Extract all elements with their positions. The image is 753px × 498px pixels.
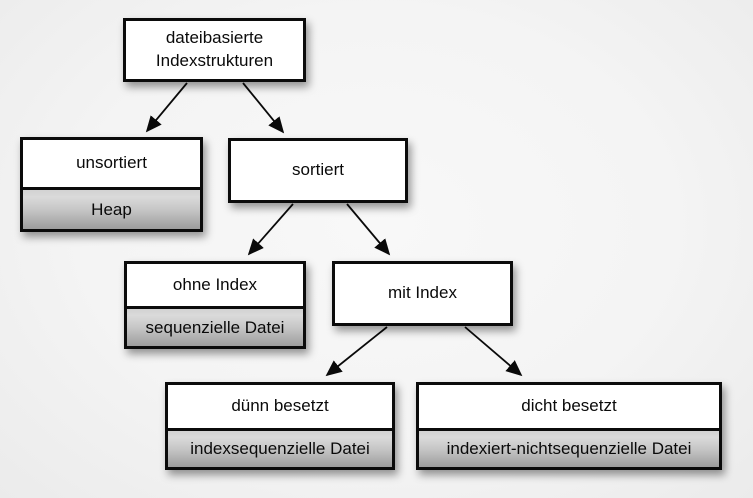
node-dicht-besetzt: dicht besetzt indexiert-nichtsequenziell…: [416, 382, 722, 470]
node-sortiert-label: sortiert: [292, 160, 344, 180]
node-dicht-besetzt-label: dicht besetzt: [521, 396, 617, 416]
node-sortiert: sortiert: [228, 138, 408, 203]
node-ohne-index: ohne Index sequenzielle Datei: [124, 261, 306, 349]
node-unsortiert-sublabel: Heap: [23, 187, 200, 229]
edge-mit-index-dicht: [464, 326, 523, 377]
edge-root-sortiert: [242, 82, 285, 134]
node-root-label: dateibasierte Indexstrukturen: [155, 28, 274, 70]
node-unsortiert: unsortiert Heap: [20, 137, 203, 232]
node-duenn-besetzt: dünn besetzt indexsequenzielle Datei: [165, 382, 395, 470]
node-duenn-besetzt-label: dünn besetzt: [231, 396, 329, 416]
edge-mit-index-duenn: [325, 326, 388, 377]
node-dicht-besetzt-sublabel: indexiert-nichtsequenzielle Datei: [419, 428, 719, 467]
node-root: dateibasierte Indexstrukturen: [123, 18, 306, 82]
node-mit-index: mit Index: [332, 261, 513, 326]
node-unsortiert-label: unsortiert: [76, 153, 147, 173]
node-ohne-index-sublabel: sequenzielle Datei: [127, 306, 303, 346]
node-mit-index-label: mit Index: [388, 283, 457, 303]
node-ohne-index-label: ohne Index: [172, 274, 258, 294]
edge-sortiert-mit-index: [346, 203, 391, 256]
node-duenn-besetzt-sublabel: indexsequenzielle Datei: [168, 428, 392, 467]
edge-sortiert-ohne-index: [247, 203, 294, 256]
edge-root-unsortiert: [145, 82, 188, 133]
